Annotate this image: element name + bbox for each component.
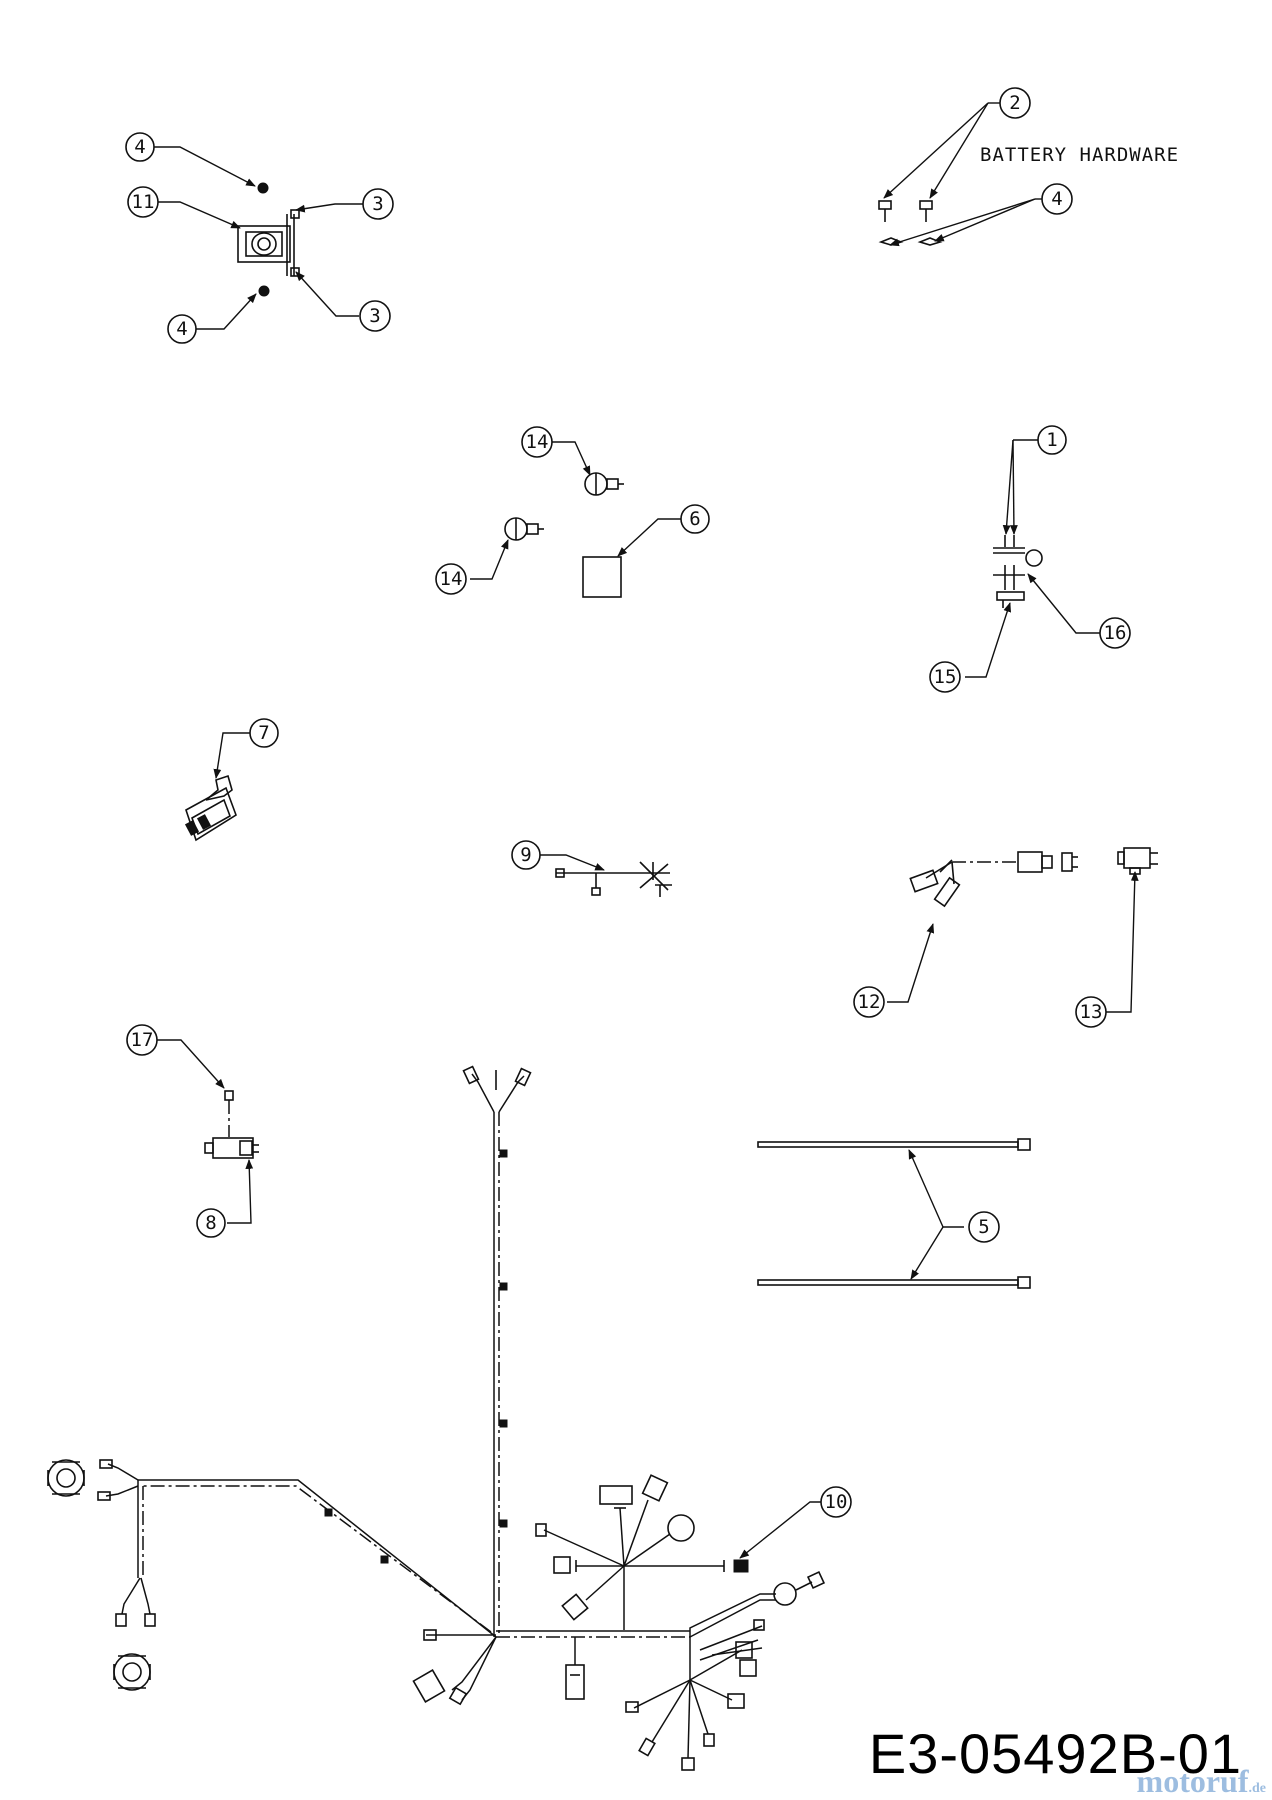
callout-14-upper: 14	[521, 426, 553, 458]
svg-text:9: 9	[520, 844, 531, 866]
callout-15: 15	[929, 661, 961, 693]
svg-text:4: 4	[1051, 188, 1062, 210]
callout-3-upper: 3	[362, 188, 394, 220]
callout-11: 11	[127, 186, 159, 218]
callout-6: 6	[680, 504, 710, 534]
battery-hardware-label: BATTERY HARDWARE	[980, 144, 1179, 166]
battery-hardware-group: BATTERY HARDWARE	[878, 144, 1179, 246]
callout-13: 13	[1075, 996, 1107, 1028]
svg-text:14: 14	[526, 431, 549, 453]
callout-12: 12	[853, 986, 885, 1018]
part-9-wire	[555, 861, 672, 897]
callout-5: 5	[968, 1211, 1000, 1243]
svg-text:1: 1	[1046, 429, 1057, 451]
callout-2: 2	[999, 87, 1031, 119]
svg-text:4: 4	[134, 136, 145, 158]
watermark-logo: motoruf.de	[1137, 1763, 1266, 1800]
svg-text:12: 12	[858, 991, 881, 1013]
part-12-harness	[909, 851, 1078, 908]
drawing-code: E3-05492B-01	[868, 1722, 1242, 1785]
callout-7: 7	[249, 718, 279, 748]
svg-text:14: 14	[440, 568, 463, 590]
svg-text:2: 2	[1009, 92, 1020, 114]
callout-16: 16	[1099, 617, 1131, 649]
svg-text:16: 16	[1104, 622, 1127, 644]
callout-4-upper-left: 4	[125, 132, 155, 162]
svg-text:8: 8	[205, 1212, 216, 1234]
callout-4-battery: 4	[1041, 183, 1073, 215]
callout-10: 10	[820, 1486, 852, 1518]
svg-text:13: 13	[1080, 1001, 1103, 1023]
callout-17: 17	[126, 1024, 158, 1056]
bulbs-group	[504, 472, 624, 598]
callout-14-lower: 14	[435, 563, 467, 595]
part-13-connector	[1117, 847, 1158, 875]
callout-4-lower-left: 4	[167, 314, 197, 344]
svg-text:17: 17	[131, 1029, 154, 1051]
watermark-suffix: .de	[1248, 1781, 1267, 1796]
cable-ties	[757, 1138, 1031, 1289]
main-wiring-harness	[47, 1065, 826, 1771]
svg-text:6: 6	[689, 508, 700, 530]
callout-9: 9	[511, 840, 541, 870]
key-switch-assembly	[237, 182, 300, 297]
part-6-square	[582, 556, 622, 598]
svg-text:3: 3	[372, 193, 383, 215]
svg-text:10: 10	[825, 1491, 848, 1513]
watermark-name: motoruf	[1136, 1763, 1249, 1799]
svg-text:7: 7	[258, 722, 269, 744]
callout-1: 1	[1037, 425, 1067, 455]
svg-text:4: 4	[176, 318, 187, 340]
svg-text:15: 15	[934, 666, 957, 688]
callout-8: 8	[196, 1208, 226, 1238]
svg-text:5: 5	[978, 1216, 989, 1238]
part-8-connector	[204, 1090, 259, 1159]
svg-text:11: 11	[132, 191, 155, 213]
seat-switch	[184, 774, 237, 842]
callout-3-lower: 3	[359, 300, 391, 332]
fastener-stack	[993, 535, 1043, 608]
svg-text:3: 3	[369, 305, 380, 327]
